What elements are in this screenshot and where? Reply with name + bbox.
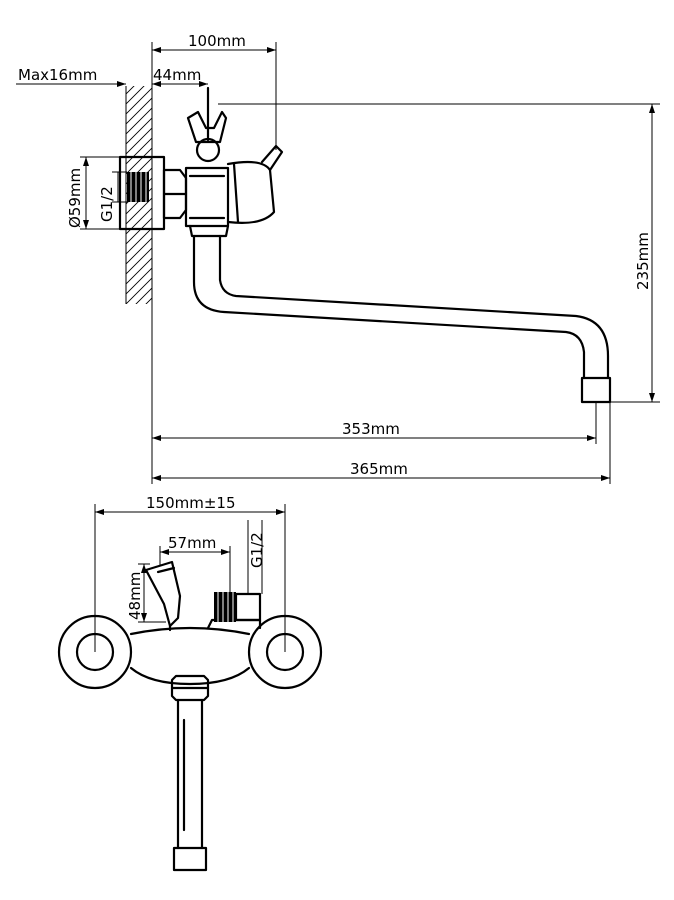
body-top-edge: [129, 626, 251, 636]
side-view: 100mm Max16mm 44mm Ø59mm G1/2 235mm: [16, 32, 660, 484]
dim-center-distance: 150mm±15: [146, 494, 236, 512]
outlet-collar: [234, 592, 262, 622]
dim-wall-max: Max16mm: [18, 66, 97, 84]
dim-eccentric-offset: 44mm: [153, 66, 201, 84]
dim-holder-height: 48mm: [126, 572, 144, 620]
holder-top-view: [144, 560, 182, 628]
outlet-thread: [214, 592, 236, 622]
lever-handle: [226, 160, 276, 224]
aerator-top-view: [172, 846, 208, 872]
diverter-knob: [260, 144, 284, 172]
spout-swivel: [188, 224, 230, 238]
spout-outer: [192, 234, 586, 380]
top-view: 150mm±15 57mm 48mm G1/2: [57, 494, 323, 872]
dim-outlet-thread: G1/2: [248, 532, 266, 568]
body-bottom-edge: [129, 666, 251, 686]
dim-flange-diameter: Ø59mm: [66, 168, 84, 228]
shower-holder: [186, 110, 228, 144]
dim-holder-length: 57mm: [168, 534, 216, 552]
aerator: [580, 376, 612, 404]
dim-thread: G1/2: [98, 186, 116, 222]
spout-inner: [218, 234, 610, 380]
dim-spout-reach: 353mm: [342, 420, 400, 438]
spout-swivel-nut: [170, 674, 210, 702]
dim-height: 235mm: [634, 232, 652, 290]
dim-total-depth: 100mm: [188, 32, 246, 50]
dim-total-reach: 365mm: [350, 460, 408, 478]
inlet-thread: [127, 172, 149, 202]
